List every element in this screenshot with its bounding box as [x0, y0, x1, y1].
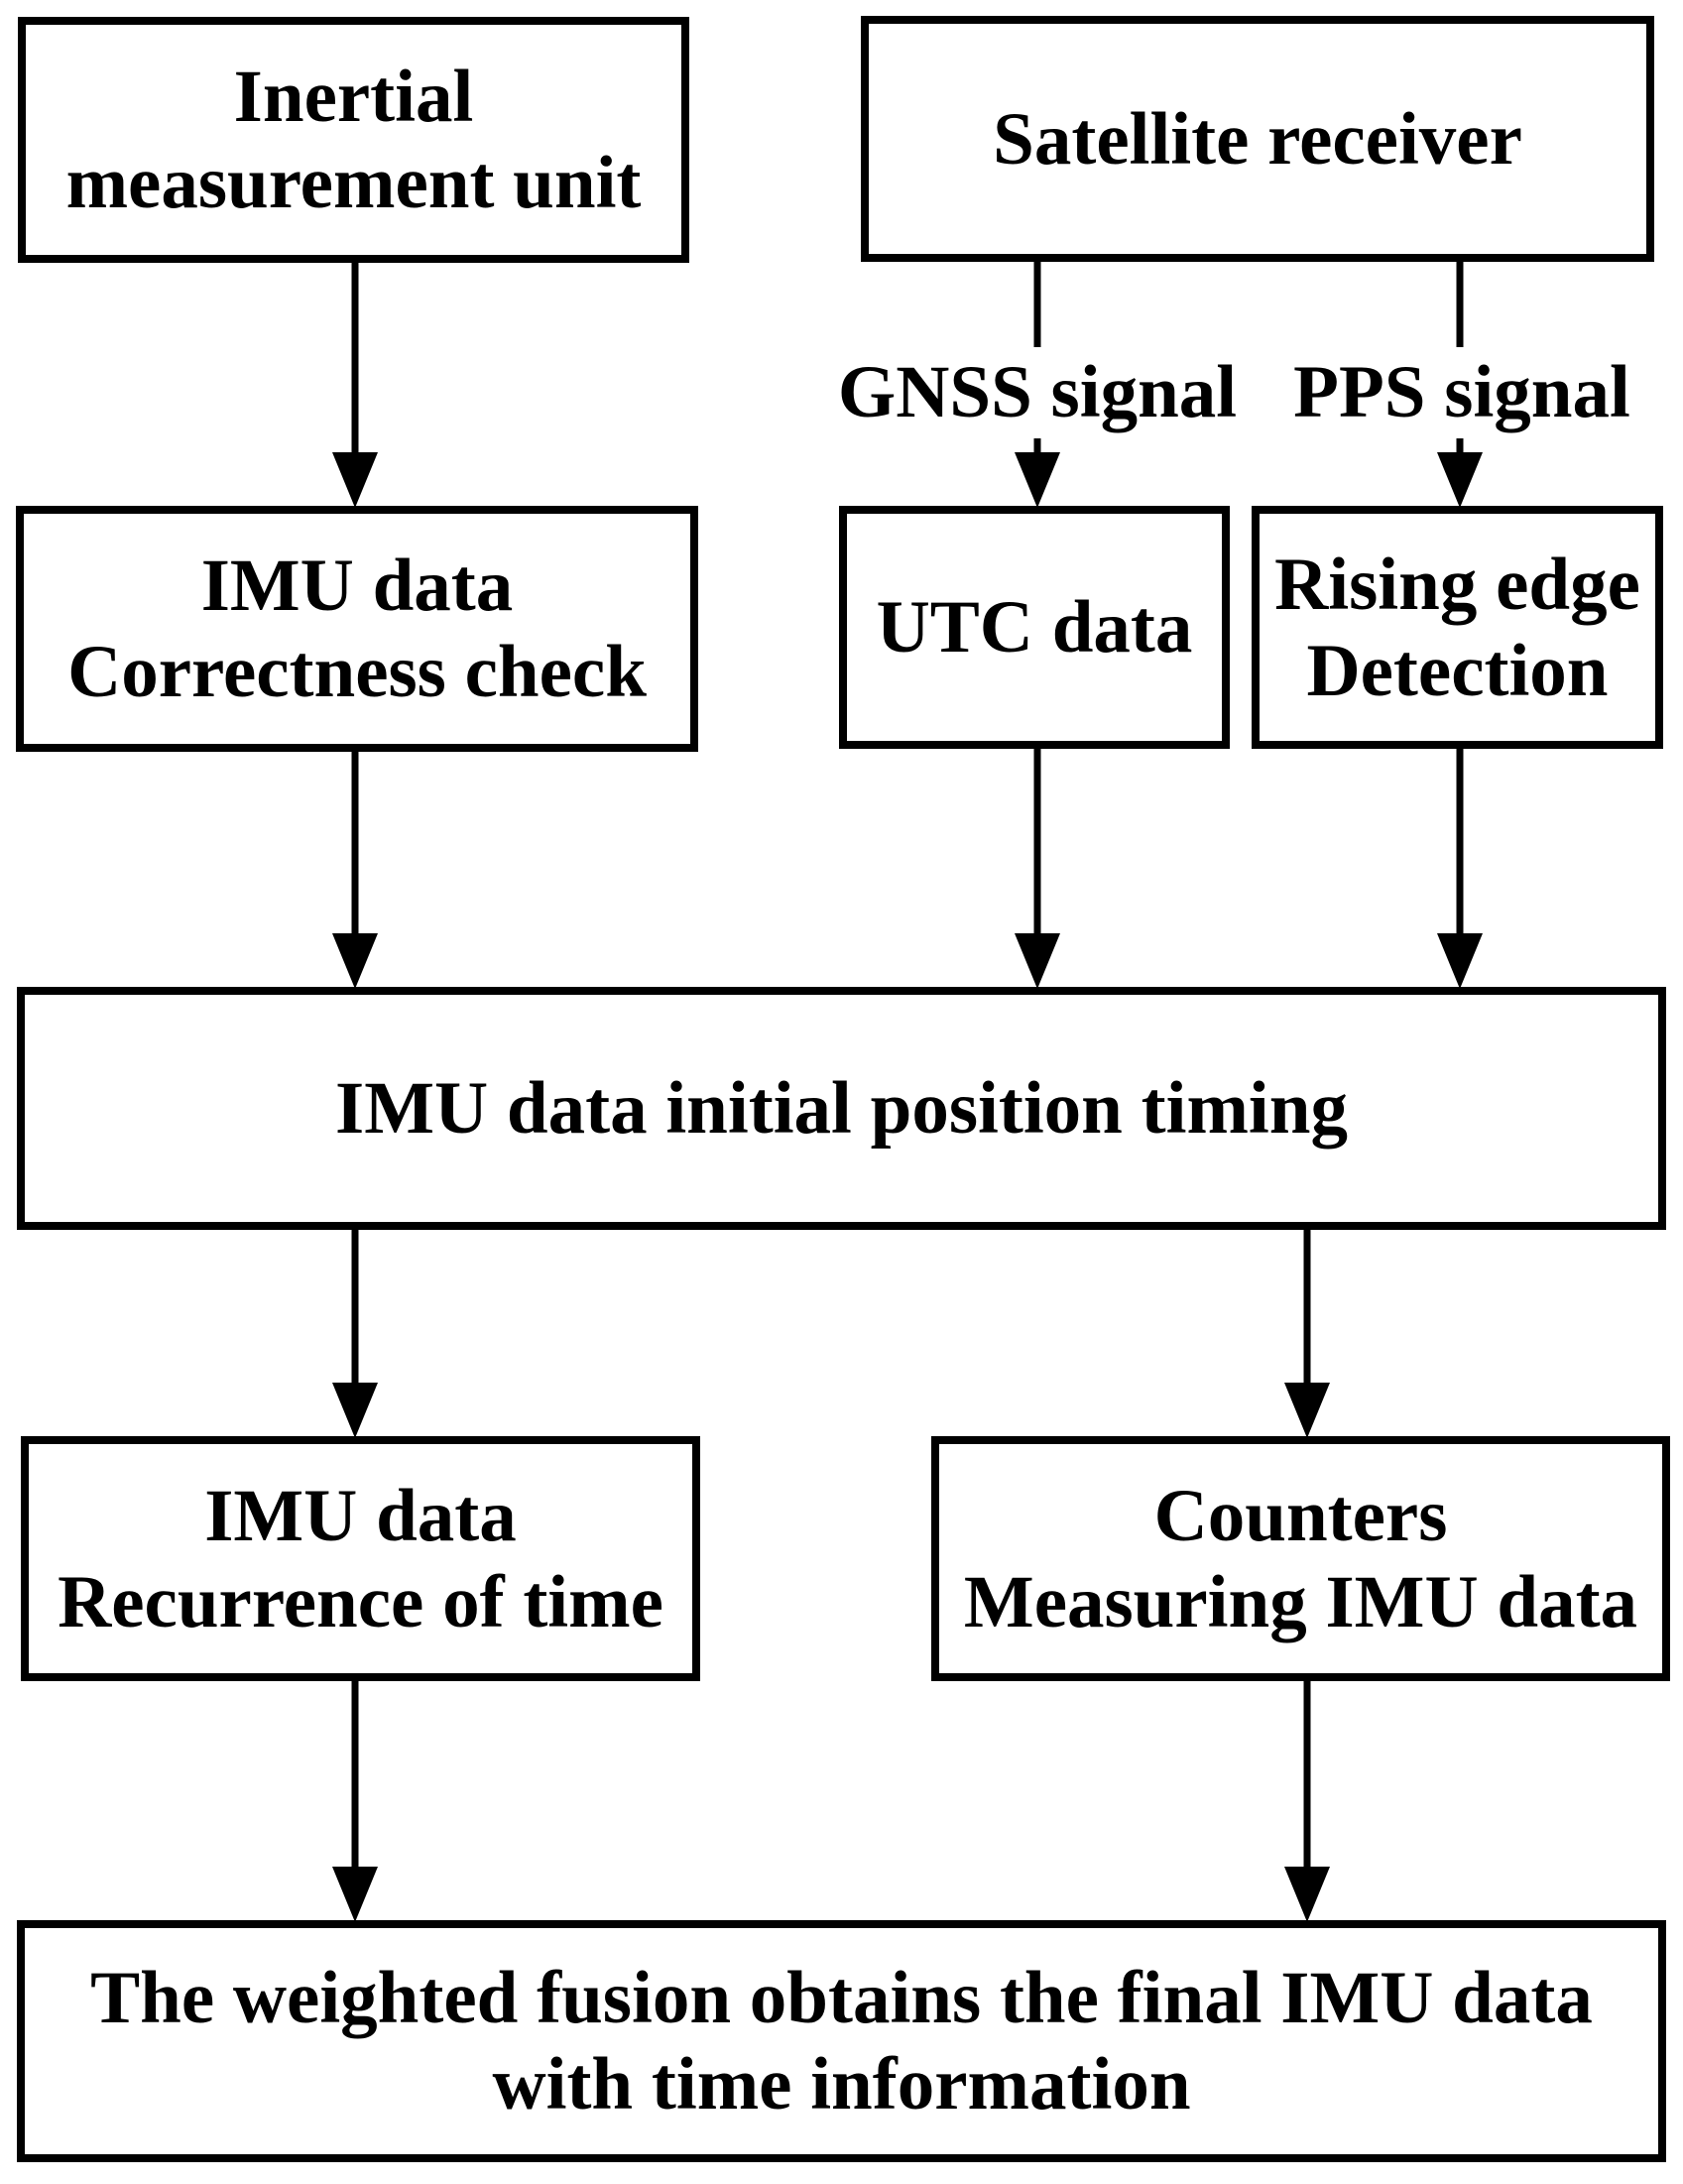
arrow-utc-to-timing: [1015, 747, 1060, 989]
arrow-recurrence-to-fusion: [332, 1679, 378, 1922]
node-counters-measuring-imu-data: Counters Measuring IMU data: [931, 1436, 1670, 1681]
arrow-rising-edge-to-timing: [1437, 747, 1483, 989]
edge-label-gnss-signal: GNSS signal: [827, 347, 1248, 438]
arrow-counters-to-fusion: [1284, 1679, 1330, 1922]
arrow-imu-check-to-timing: [332, 750, 378, 989]
node-utc-data: UTC data: [839, 506, 1230, 749]
node-imu-data-initial-position-timing: IMU data initial position timing: [17, 987, 1666, 1230]
node-inertial-measurement-unit: Inertial measurement unit: [18, 17, 689, 263]
node-imu-data-correctness-check: IMU data Correctness check: [16, 506, 698, 752]
edge-label-pps-signal: PPS signal: [1283, 347, 1640, 438]
node-satellite-receiver: Satellite receiver: [861, 16, 1654, 262]
arrow-inertial-to-imu-check: [332, 263, 378, 508]
arrow-timing-to-counters: [1284, 1228, 1330, 1438]
node-weighted-fusion-final-imu-data: The weighted fusion obtains the final IM…: [17, 1920, 1666, 2162]
node-rising-edge-detection: Rising edge Detection: [1252, 506, 1663, 749]
node-imu-data-recurrence-of-time: IMU data Recurrence of time: [21, 1436, 700, 1681]
arrow-timing-to-recurrence: [332, 1228, 378, 1438]
